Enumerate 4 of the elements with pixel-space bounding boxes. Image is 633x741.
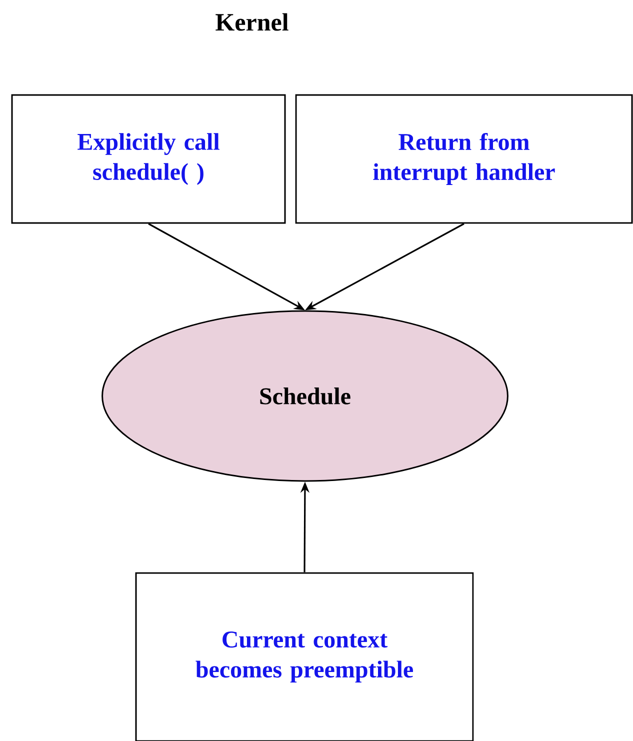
process-box: Current context becomes preemptible bbox=[135, 572, 474, 741]
process-box: Explicitly call schedule( ) bbox=[11, 94, 286, 224]
process-box: Return from interrupt handler bbox=[295, 94, 633, 224]
title: Kernel bbox=[216, 13, 288, 31]
